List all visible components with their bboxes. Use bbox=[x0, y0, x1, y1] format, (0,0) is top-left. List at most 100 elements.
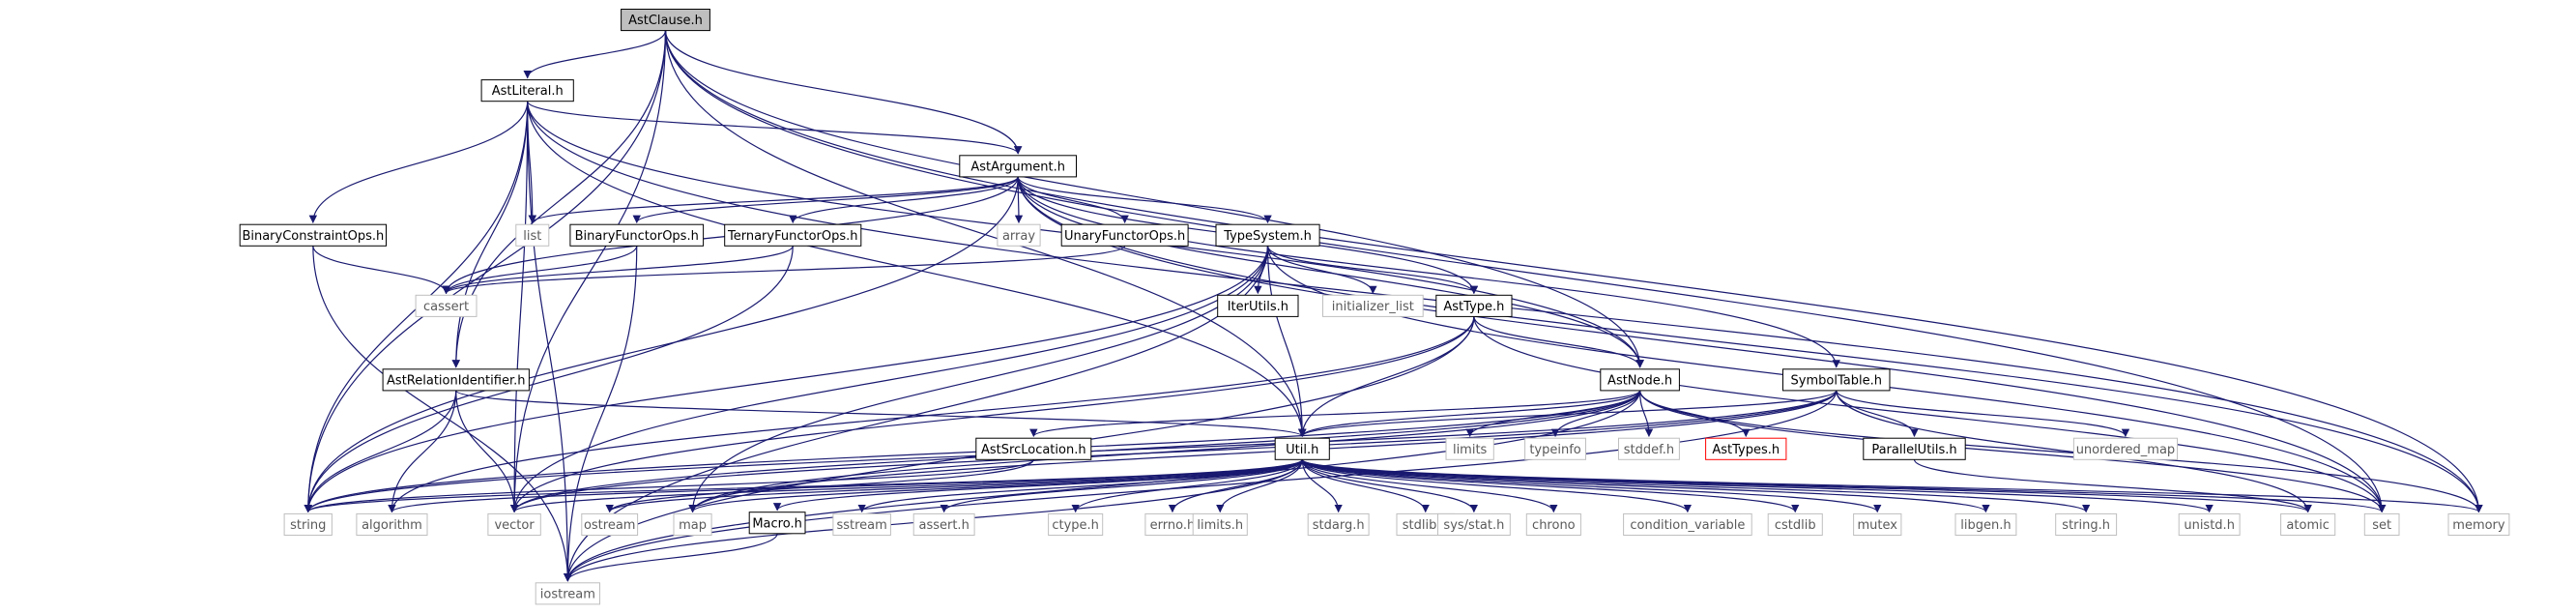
node-label-algorithm: algorithm bbox=[362, 518, 422, 533]
node-binaryfunctorops-h[interactable]: BinaryFunctorOps.h bbox=[569, 223, 705, 247]
node-unaryfunctorops-h[interactable]: UnaryFunctorOps.h bbox=[1060, 223, 1189, 247]
edge-util-h-to-mutex bbox=[1301, 458, 1882, 513]
edge-util-h-to-ostream bbox=[605, 458, 1303, 513]
node-string: string bbox=[283, 512, 333, 537]
edge-util-h-to-assert-h bbox=[940, 459, 1303, 513]
node-astliteral-h[interactable]: AstLiteral.h bbox=[480, 79, 574, 102]
node-label-limits-h: limits.h bbox=[1197, 518, 1243, 533]
edge-astliteral-h-to-astrelationidentifier-h bbox=[451, 101, 529, 368]
edge-astclause-h-to-memory bbox=[664, 30, 2483, 513]
edge-astclause-h-to-util-h bbox=[664, 30, 1307, 438]
node-sys-stat-h: sys/stat.h bbox=[1437, 512, 1511, 537]
edge-util-h-to-limits-h bbox=[1216, 459, 1303, 513]
node-box-macro-h bbox=[748, 512, 806, 535]
node-asttypes-h[interactable]: AstTypes.h bbox=[1705, 437, 1787, 460]
node-condition-variable: condition_variable bbox=[1623, 512, 1752, 537]
node-label-unaryfunctorops-h: UnaryFunctorOps.h bbox=[1064, 229, 1185, 244]
node-parallelutils-h[interactable]: ParallelUtils.h bbox=[1863, 437, 1966, 460]
node-box-ctype-h bbox=[1048, 512, 1104, 537]
edge-astclause-h-to-astargument-h bbox=[664, 30, 1023, 155]
edge-astargument-h-to-list bbox=[528, 176, 1019, 224]
node-label-stddef-h: stddef.h bbox=[1624, 443, 1674, 457]
edge-util-h-to-ctype-h bbox=[1071, 459, 1303, 513]
node-label-symboltable-h: SymbolTable.h bbox=[1791, 373, 1882, 388]
edge-asttype-h-to-algorithm bbox=[388, 316, 1475, 513]
node-label-astrelationidentifier-h: AstRelationIdentifier.h bbox=[387, 373, 525, 388]
node-typesystem-h[interactable]: TypeSystem.h bbox=[1215, 223, 1320, 247]
node-astargument-h[interactable]: AstArgument.h bbox=[959, 155, 1077, 178]
node-box-list bbox=[515, 223, 550, 247]
node-label-binaryfunctorops-h: BinaryFunctorOps.h bbox=[575, 229, 699, 244]
node-label-iostream: iostream bbox=[540, 587, 595, 601]
node-stddef-h: stddef.h bbox=[1618, 437, 1680, 460]
edge-symboltable-h-to-util-h bbox=[1298, 390, 1838, 438]
node-box-atomic bbox=[2280, 512, 2336, 537]
node-label-ctype-h: ctype.h bbox=[1052, 518, 1099, 533]
edge-astliteral-h-to-binaryconstraintops-h bbox=[308, 101, 529, 224]
node-assert-h: assert.h bbox=[912, 512, 975, 537]
node-label-string-h: string.h bbox=[2062, 518, 2110, 533]
node-box-parallelutils-h bbox=[1863, 437, 1966, 460]
edge-astrelationidentifier-h-to-algorithm bbox=[388, 390, 457, 513]
node-array: array bbox=[997, 223, 1041, 247]
edge-astrelationidentifier-h-to-util-h bbox=[455, 390, 1307, 438]
edge-symboltable-h-to-atomic bbox=[1836, 390, 2312, 513]
node-cstdlib: cstdlib bbox=[1767, 512, 1823, 537]
node-box-iostream bbox=[535, 582, 601, 605]
node-box-vector bbox=[487, 512, 541, 537]
edge-util-h-to-stdlib-h bbox=[1301, 459, 1430, 513]
node-errno-h: errno.h bbox=[1144, 512, 1201, 537]
node-asttype-h[interactable]: AstType.h bbox=[1435, 294, 1513, 317]
node-macro-h[interactable]: Macro.h bbox=[748, 512, 806, 535]
node-label-mutex: mutex bbox=[1858, 518, 1898, 533]
edge-astnode-h-to-astsrclocation-h bbox=[1029, 390, 1641, 438]
node-string-h: string.h bbox=[2055, 512, 2118, 537]
edge-astnode-h-to-iostream bbox=[564, 390, 1641, 582]
node-label-macro-h: Macro.h bbox=[752, 516, 802, 531]
edge-util-h-to-vector bbox=[510, 458, 1303, 513]
node-box-symboltable-h bbox=[1782, 368, 1891, 392]
node-label-typesystem-h: TypeSystem.h bbox=[1223, 229, 1312, 244]
node-label-binaryconstraintops-h: BinaryConstraintOps.h bbox=[242, 229, 384, 244]
node-label-iterutils-h: IterUtils.h bbox=[1228, 300, 1288, 314]
node-label-limits: limits bbox=[1453, 443, 1488, 457]
node-box-astargument-h bbox=[959, 155, 1077, 178]
node-label-cassert: cassert bbox=[423, 300, 469, 314]
edge-unaryfunctorops-h-to-cassert bbox=[442, 245, 1126, 295]
node-box-astnode-h bbox=[1600, 368, 1680, 392]
node-label-sys-stat-h: sys/stat.h bbox=[1443, 518, 1504, 533]
node-util-h[interactable]: Util.h bbox=[1274, 437, 1330, 460]
node-box-typesystem-h bbox=[1215, 223, 1320, 247]
edge-astnode-h-to-asttypes-h bbox=[1639, 390, 1751, 438]
node-astnode-h[interactable]: AstNode.h bbox=[1600, 368, 1680, 392]
edge-astliteral-h-to-vector bbox=[509, 101, 529, 513]
node-box-iterutils-h bbox=[1217, 294, 1299, 317]
node-box-unistd-h bbox=[2178, 512, 2241, 537]
node-box-sys-stat-h bbox=[1437, 512, 1511, 537]
node-box-cassert bbox=[415, 294, 478, 317]
node-symboltable-h[interactable]: SymbolTable.h bbox=[1782, 368, 1891, 392]
edge-typesystem-h-to-initializer-list bbox=[1266, 246, 1377, 295]
node-iterutils-h[interactable]: IterUtils.h bbox=[1217, 294, 1299, 317]
node-box-cstdlib bbox=[1767, 512, 1823, 537]
node-astrelationidentifier-h[interactable]: AstRelationIdentifier.h bbox=[382, 368, 530, 392]
node-label-stdarg-h: stdarg.h bbox=[1313, 518, 1365, 533]
node-box-string bbox=[283, 512, 333, 537]
node-box-util-h bbox=[1274, 437, 1330, 460]
edge-astargument-h-to-typesystem-h bbox=[1017, 176, 1272, 224]
edge-binaryfunctorops-h-to-iostream bbox=[564, 246, 638, 582]
node-box-limits-h bbox=[1192, 512, 1248, 537]
node-ternaryfunctorops-h[interactable]: TernaryFunctorOps.h bbox=[724, 223, 862, 247]
edge-binaryconstraintops-h-to-cassert bbox=[312, 246, 450, 295]
node-label-cstdlib: cstdlib bbox=[1775, 518, 1816, 533]
edge-util-h-to-libgen-h bbox=[1301, 458, 1990, 513]
node-binaryconstraintops-h[interactable]: BinaryConstraintOps.h bbox=[239, 223, 387, 247]
node-label-chrono: chrono bbox=[1532, 518, 1576, 533]
node-box-memory bbox=[2447, 512, 2510, 537]
node-box-sstream bbox=[832, 512, 891, 537]
node-astsrclocation-h[interactable]: AstSrcLocation.h bbox=[975, 437, 1092, 460]
edge-parallelutils-h-to-atomic bbox=[1913, 459, 2312, 513]
node-label-list: list bbox=[523, 229, 541, 244]
edge-astclause-h-to-astliteral-h bbox=[523, 30, 667, 79]
node-label-parallelutils-h: ParallelUtils.h bbox=[1871, 443, 1956, 457]
